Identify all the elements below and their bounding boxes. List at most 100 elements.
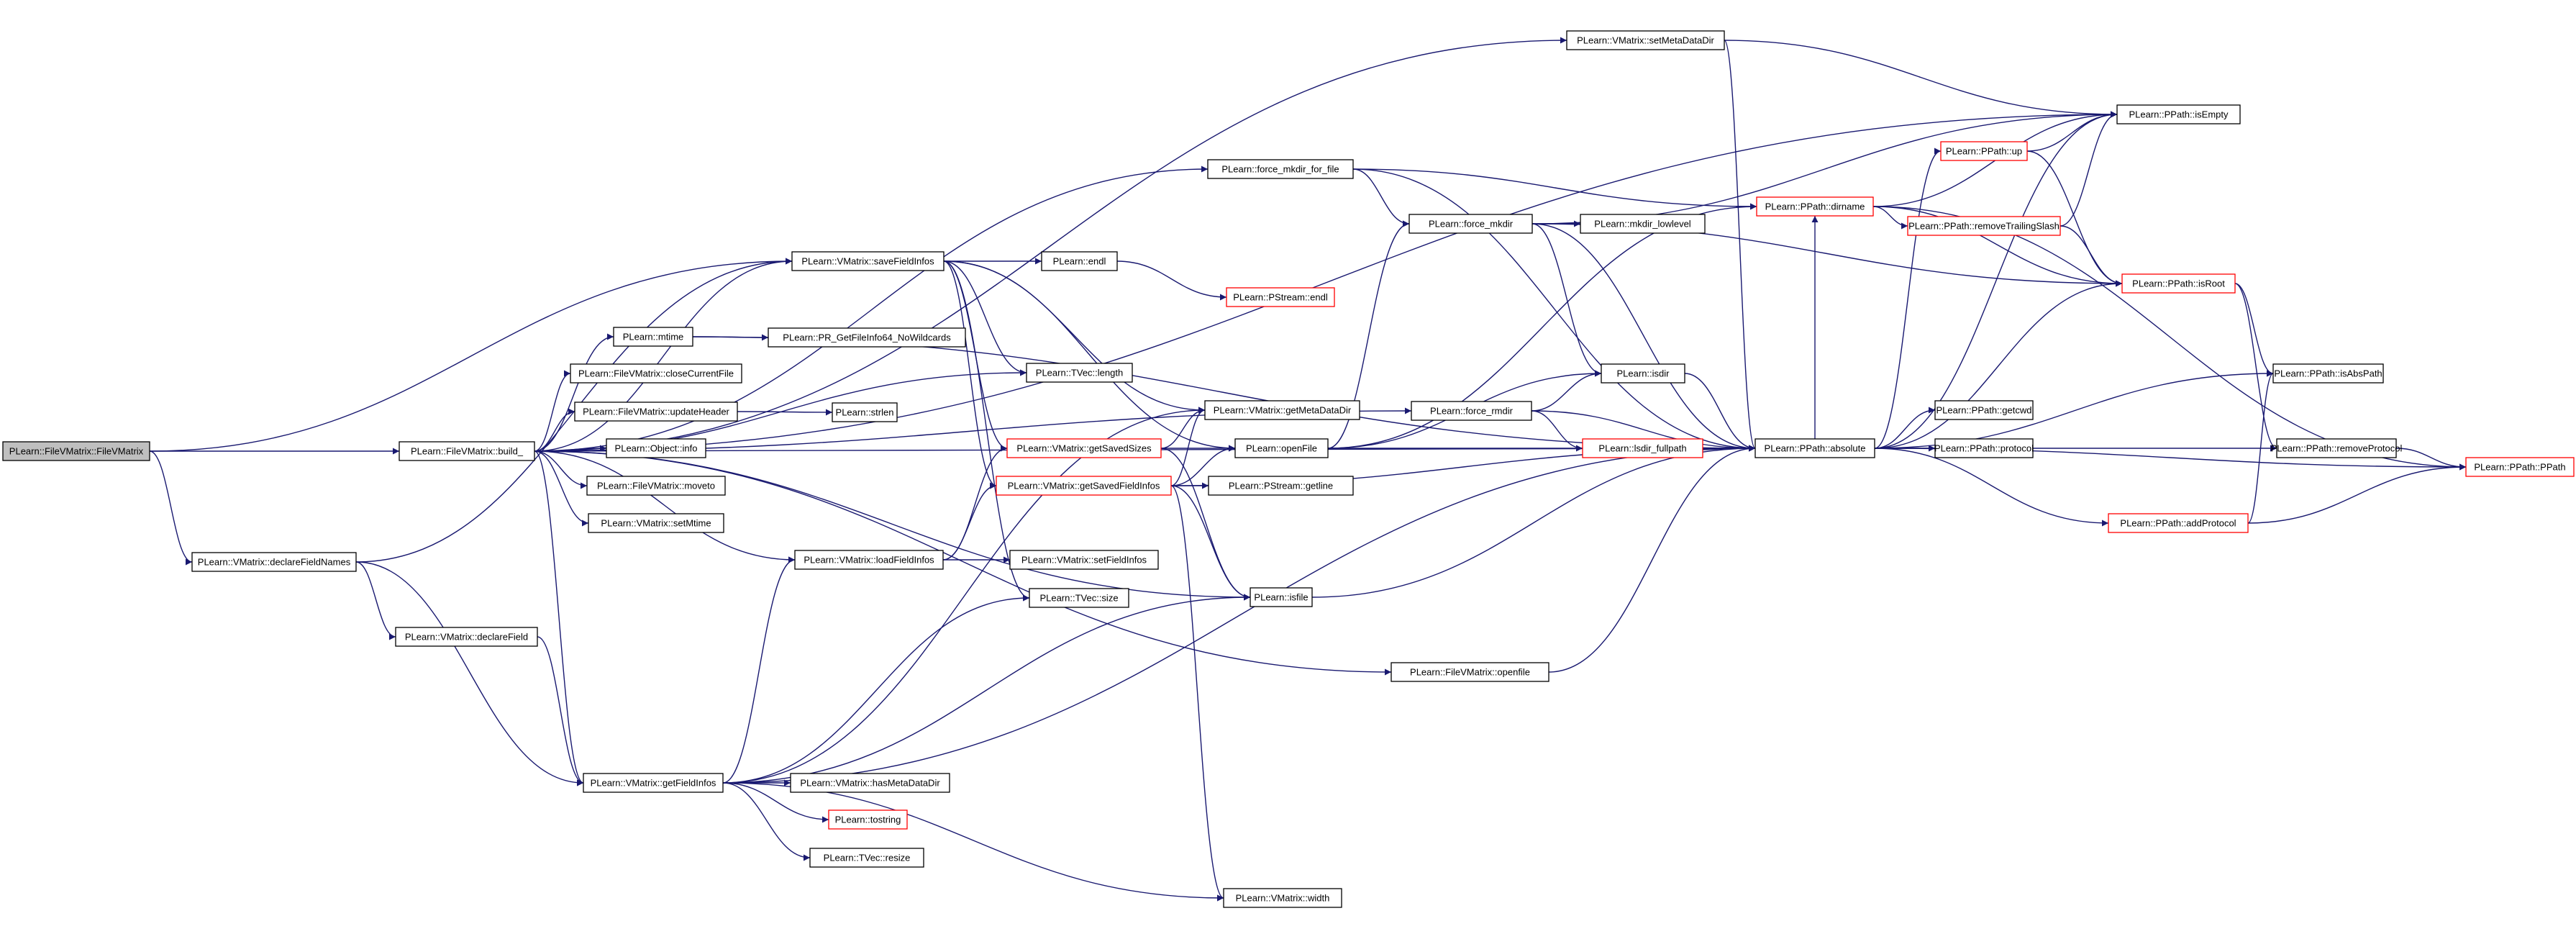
node-box[interactable] xyxy=(2465,457,2575,477)
node-box[interactable] xyxy=(399,441,535,461)
node-plearn-ppath-isempty[interactable]: PLearn::PPath::isEmpty xyxy=(2116,104,2241,124)
node-box[interactable] xyxy=(1907,216,2061,236)
node-box[interactable] xyxy=(1006,438,1162,458)
node-box[interactable] xyxy=(1391,662,1549,682)
node-box[interactable] xyxy=(606,438,706,458)
node-box[interactable] xyxy=(828,809,908,830)
node-box[interactable] xyxy=(832,402,898,422)
node-box[interactable] xyxy=(1234,438,1329,458)
node-box[interactable] xyxy=(1029,588,1129,608)
node-plearn-strlen[interactable]: PLearn::strlen xyxy=(832,402,898,422)
node-plearn-filevmatrix-updateheader[interactable]: PLearn::FileVMatrix::updateHeader xyxy=(574,402,738,422)
node-plearn-vmatrix-setmetadatadir[interactable]: PLearn::VMatrix::setMetaDataDir xyxy=(1566,30,1725,50)
node-box[interactable] xyxy=(191,552,357,572)
node-box[interactable] xyxy=(2276,438,2397,458)
node-plearn-object-info[interactable]: PLearn::Object::info xyxy=(606,438,706,458)
node-box[interactable] xyxy=(1754,438,1875,458)
node-plearn-vmatrix-getsavedsizes[interactable]: PLearn::VMatrix::getSavedSizes xyxy=(1006,438,1162,458)
node-plearn-ppath-isabspath[interactable]: PLearn::PPath::isAbsPath xyxy=(2272,363,2384,384)
node-plearn-vmatrix-getmetadatadir[interactable]: PLearn::VMatrix::getMetaDataDir xyxy=(1204,400,1360,420)
node-box[interactable] xyxy=(1582,438,1703,458)
node-plearn-ppath-isroot[interactable]: PLearn::PPath::isRoot xyxy=(2121,273,2236,294)
node-plearn-tvec-length[interactable]: PLearn::TVec::length xyxy=(1026,363,1133,383)
node-box[interactable] xyxy=(574,402,738,422)
node-plearn-filevmatrix-openfile[interactable]: PLearn::FileVMatrix::openfile xyxy=(1391,662,1549,682)
node-box[interactable] xyxy=(809,848,924,868)
node-plearn-vmatrix-loadfieldinfos[interactable]: PLearn::VMatrix::loadFieldInfos xyxy=(794,550,944,570)
node-plearn-vmatrix-declarefield[interactable]: PLearn::VMatrix::declareField xyxy=(395,627,538,647)
node-box[interactable] xyxy=(1411,401,1532,421)
node-plearn-ppath-protocol[interactable]: PLearn::PPath::protocol xyxy=(1934,438,2034,458)
node-plearn-ppath-removeprotocol[interactable]: PLearn::PPath::removeProtocol xyxy=(2271,438,2403,458)
node-box[interactable] xyxy=(395,627,538,647)
node-plearn-ppath-removetrailingslash[interactable]: PLearn::PPath::removeTrailingSlash xyxy=(1907,216,2061,236)
node-plearn-isdir[interactable]: PLearn::isdir xyxy=(1601,363,1685,384)
node-plearn-ppath-absolute[interactable]: PLearn::PPath::absolute xyxy=(1754,438,1875,458)
node-plearn-vmatrix-getsavedfieldinfos[interactable]: PLearn::VMatrix::getSavedFieldInfos xyxy=(996,476,1172,496)
node-plearn-ppath-addprotocol[interactable]: PLearn::PPath::addProtocol xyxy=(2108,513,2249,533)
node-box[interactable] xyxy=(1250,587,1313,607)
node-box[interactable] xyxy=(1208,476,1354,496)
node-box[interactable] xyxy=(1408,214,1533,234)
node-box[interactable] xyxy=(2108,513,2249,533)
node-plearn-ppath-ppath[interactable]: PLearn::PPath::PPath xyxy=(2465,457,2575,477)
node-plearn-filevmatrix-filevmatrix[interactable]: PLearn::FileVMatrix::FileVMatrix xyxy=(2,441,150,461)
node-box[interactable] xyxy=(1207,159,1354,179)
node-box[interactable] xyxy=(1580,214,1706,234)
node-box[interactable] xyxy=(996,476,1172,496)
node-plearn-vmatrix-getfieldinfos[interactable]: PLearn::VMatrix::getFieldInfos xyxy=(583,773,724,793)
node-box[interactable] xyxy=(790,773,950,793)
node-plearn-filevmatrix-build[interactable]: PLearn::FileVMatrix::build_ xyxy=(399,441,535,461)
node-plearn-ppath-getcwd[interactable]: PLearn::PPath::getcwd xyxy=(1934,400,2034,420)
node-plearn-endl[interactable]: PLearn::endl xyxy=(1041,251,1118,271)
node-plearn-force-mkdir[interactable]: PLearn::force_mkdir xyxy=(1408,214,1533,234)
node-plearn-vmatrix-setfieldinfos[interactable]: PLearn::VMatrix::setFieldInfos xyxy=(1009,550,1159,570)
node-plearn-vmatrix-hasmetadatadir[interactable]: PLearn::VMatrix::hasMetaDataDir xyxy=(790,773,950,793)
node-plearn-tvec-resize[interactable]: PLearn::TVec::resize xyxy=(809,848,924,868)
node-box[interactable] xyxy=(1226,287,1335,307)
node-box[interactable] xyxy=(2272,363,2384,384)
node-plearn-pstream-getline[interactable]: PLearn::PStream::getline xyxy=(1208,476,1354,496)
node-box[interactable] xyxy=(1934,438,2034,458)
node-plearn-vmatrix-setmtime[interactable]: PLearn::VMatrix::setMtime xyxy=(588,513,724,533)
node-plearn-ppath-up[interactable]: PLearn::PPath::up xyxy=(1940,141,2028,161)
node-box[interactable] xyxy=(1940,141,2028,161)
node-box[interactable] xyxy=(588,513,724,533)
node-plearn-force-mkdir-for-file[interactable]: PLearn::force_mkdir_for_file xyxy=(1207,159,1354,179)
node-box[interactable] xyxy=(1756,196,1874,217)
node-box[interactable] xyxy=(794,550,944,570)
node-box[interactable] xyxy=(1223,888,1342,908)
node-plearn-mkdir-lowlevel[interactable]: PLearn::mkdir_lowlevel xyxy=(1580,214,1706,234)
node-box[interactable] xyxy=(768,327,966,348)
node-box[interactable] xyxy=(791,251,945,271)
node-plearn-pstream-endl[interactable]: PLearn::PStream::endl xyxy=(1226,287,1335,307)
node-plearn-filevmatrix-moveto[interactable]: PLearn::FileVMatrix::moveto xyxy=(586,476,726,496)
node-box[interactable] xyxy=(2,441,150,461)
node-box[interactable] xyxy=(1026,363,1133,383)
node-box[interactable] xyxy=(1566,30,1725,50)
node-box[interactable] xyxy=(1204,400,1360,420)
node-plearn-force-rmdir[interactable]: PLearn::force_rmdir xyxy=(1411,401,1532,421)
node-plearn-mtime[interactable]: PLearn::mtime xyxy=(613,327,693,347)
node-box[interactable] xyxy=(586,476,726,496)
node-plearn-openfile[interactable]: PLearn::openFile xyxy=(1234,438,1329,458)
node-box[interactable] xyxy=(2121,273,2236,294)
node-box[interactable] xyxy=(1041,251,1118,271)
node-plearn-vmatrix-declarefieldnames[interactable]: PLearn::VMatrix::declareFieldNames xyxy=(191,552,357,572)
node-plearn-pr-getfileinfo64-nowildcards[interactable]: PLearn::PR_GetFileInfo64_NoWildcards xyxy=(768,327,966,348)
node-box[interactable] xyxy=(583,773,724,793)
node-plearn-isfile[interactable]: PLearn::isfile xyxy=(1250,587,1313,607)
node-box[interactable] xyxy=(570,363,742,384)
node-box[interactable] xyxy=(613,327,693,347)
node-plearn-tvec-size[interactable]: PLearn::TVec::size xyxy=(1029,588,1129,608)
node-box[interactable] xyxy=(1009,550,1159,570)
node-box[interactable] xyxy=(2116,104,2241,124)
node-plearn-vmatrix-savefieldinfos[interactable]: PLearn::VMatrix::saveFieldInfos xyxy=(791,251,945,271)
node-plearn-ppath-dirname[interactable]: PLearn::PPath::dirname xyxy=(1756,196,1874,217)
node-plearn-lsdir-fullpath[interactable]: PLearn::lsdir_fullpath xyxy=(1582,438,1703,458)
node-plearn-tostring[interactable]: PLearn::tostring xyxy=(828,809,908,830)
node-plearn-filevmatrix-closecurrentfile[interactable]: PLearn::FileVMatrix::closeCurrentFile xyxy=(570,363,742,384)
node-plearn-vmatrix-width[interactable]: PLearn::VMatrix::width xyxy=(1223,888,1342,908)
node-box[interactable] xyxy=(1934,400,2034,420)
node-box[interactable] xyxy=(1601,363,1685,384)
